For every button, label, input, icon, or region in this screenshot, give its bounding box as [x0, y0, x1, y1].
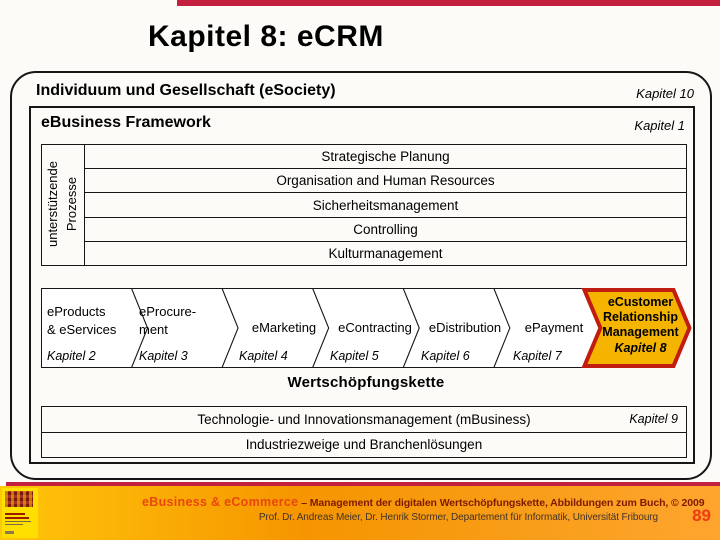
footer-subtitle: – Management der digitalen Wertschöpfung… — [298, 497, 705, 509]
book-cover-image — [5, 491, 33, 507]
footer-brand: eBusiness & eCommerce — [142, 495, 299, 509]
side-label-line2: Prozesse — [64, 176, 79, 232]
book-cover-subtitle-line — [5, 524, 23, 525]
value-chain-caption: Wertschöpfungskette — [287, 374, 445, 391]
footer-title-line: eBusiness & eCommerce – Management der d… — [142, 493, 705, 511]
top-accent-bar — [177, 0, 720, 6]
segment-label-line: & eServices — [47, 322, 117, 337]
page-number: 89 — [692, 506, 711, 525]
esociety-chapter-label: Kapitel 10 — [636, 86, 694, 101]
support-row-kulturmanagement: Kulturmanagement — [328, 245, 443, 261]
footer-bar: eBusiness & eCommerce – Management der d… — [0, 486, 720, 540]
value-chain-band: eProducts & eServices Kapitel 2 eProcure… — [41, 288, 692, 368]
ebusiness-framework-frame: eBusiness Framework Kapitel 1 unterstütz… — [29, 106, 695, 464]
support-row-organisation-hr: Organisation and Human Resources — [85, 169, 686, 194]
support-row-sicherheitsmanagement: Sicherheitsmanagement — [85, 193, 686, 218]
footer-accent-line — [6, 482, 720, 486]
side-label-line1: unterstützende — [45, 161, 60, 248]
segment-chapter-edistribution: Kapitel 6 — [421, 349, 470, 363]
segment-label-emarketing: eMarketing — [251, 320, 317, 335]
book-cover-publisher-mark — [5, 531, 14, 534]
mbusiness-label: Technologie- und Innovationsmanagement (… — [197, 411, 531, 427]
support-row-controlling: Controlling — [85, 218, 686, 242]
footer-authors: Prof. Dr. Andreas Meier, Dr. Henrik Stor… — [258, 512, 658, 523]
segment-chapter-econtracting: Kapitel 5 — [330, 349, 379, 363]
segment-chapter-eprocurement: Kapitel 3 — [139, 349, 188, 363]
support-processes-rows: Strategische Planung Organisation and Hu… — [85, 145, 686, 265]
segment-label-eprocurement: eProcure- ment — [139, 303, 196, 339]
book-cover-title-line — [5, 513, 25, 515]
technology-layer-box: Technologie- und Innovationsmanagement (… — [41, 406, 687, 458]
chevron-shape-ecustomer-highlighted — [581, 288, 692, 368]
industries-row: Industriezweige und Branchenlösungen — [42, 433, 686, 458]
segment-label-eproducts: eProducts & eServices — [47, 303, 116, 339]
book-cover-title-line — [5, 517, 29, 519]
segment-label-ecustomer-highlighted: eCustomer Relationship Management Kapite… — [593, 295, 688, 356]
industries-label: Industriezweige und Branchenlösungen — [245, 437, 483, 453]
esociety-frame: Individuum und Gesellschaft (eSociety) K… — [10, 71, 712, 480]
framework-title: eBusiness Framework — [41, 114, 211, 131]
segment-label-line: eCustomer — [607, 295, 674, 309]
segment-label-edistribution: eDistribution — [428, 320, 502, 335]
book-cover-logo — [2, 488, 38, 538]
mbusiness-chapter-label: Kapitel 9 — [629, 412, 678, 427]
segment-label-econtracting: eContracting — [338, 320, 412, 335]
segment-chapter-emarketing: Kapitel 4 — [239, 349, 288, 363]
segment-chapter-ecustomer: Kapitel 8 — [614, 341, 667, 355]
segment-chapter-eproducts: Kapitel 2 — [47, 349, 96, 363]
book-cover-subtitle-line — [5, 521, 31, 522]
segment-label-line: ment — [139, 322, 168, 337]
mbusiness-row: Technologie- und Innovationsmanagement (… — [42, 407, 686, 433]
support-processes-side-label: unterstützende Prozesse — [43, 145, 83, 263]
segment-label-line: Management — [602, 325, 679, 339]
framework-chapter-label: Kapitel 1 — [634, 118, 685, 133]
segment-label-epayment: ePayment — [524, 320, 584, 335]
segment-label-line: eProducts — [47, 304, 106, 319]
support-processes-side-cell: unterstützende Prozesse — [42, 145, 85, 265]
value-chain-chevrons-graphic — [41, 288, 692, 368]
esociety-label: Individuum und Gesellschaft (eSociety) — [36, 82, 336, 99]
segment-label-line: eProcure- — [139, 304, 197, 319]
support-row-strategische-planung: Strategische Planung — [85, 145, 686, 170]
support-processes-table: unterstützende Prozesse Strategische Pla… — [41, 144, 687, 266]
segment-chapter-epayment: Kapitel 7 — [513, 349, 562, 363]
slide-title: Kapitel 8: eCRM — [148, 20, 384, 53]
segment-label-line: Relationship — [602, 310, 678, 324]
